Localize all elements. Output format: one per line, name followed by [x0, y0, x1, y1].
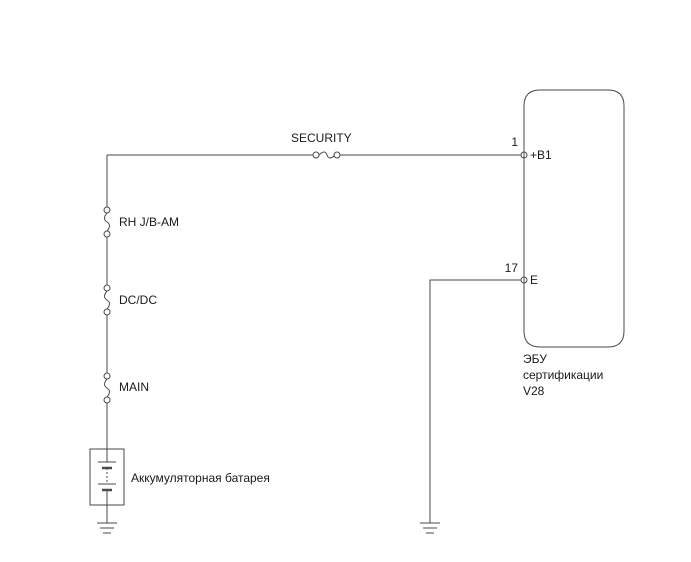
battery-label: Аккумуляторная батарея — [131, 471, 270, 485]
ground-left-icon — [97, 522, 117, 534]
ecu-code: V28 — [523, 384, 545, 398]
fuse-main-label: MAIN — [119, 380, 149, 394]
ecu-pin-17-number: 17 — [505, 261, 519, 275]
fuse-dc-dc-symbol — [103, 284, 111, 316]
fuse-security-label: SECURITY — [291, 131, 352, 145]
fuse-main-symbol — [103, 372, 111, 404]
ecu-pin-1-number: 1 — [511, 135, 518, 149]
ground-right-icon — [420, 522, 440, 534]
wire-e-ground — [429, 279, 521, 523]
battery-symbol — [89, 448, 125, 506]
ecu-pin-1-name: +B1 — [530, 148, 552, 162]
ecu-name-line2: сертификации — [523, 368, 603, 382]
fuse-rh-jb-am-symbol — [103, 206, 111, 238]
fuse-dc-dc-label: DC/DC — [119, 293, 157, 307]
ecu-name-line1: ЭБУ — [523, 352, 547, 366]
fuse-security-symbol — [312, 151, 341, 159]
ecu-pin-17-name: E — [530, 273, 538, 287]
fuse-rh-jb-am-label: RH J/B-AM — [119, 215, 179, 229]
ecu-box — [523, 89, 625, 348]
